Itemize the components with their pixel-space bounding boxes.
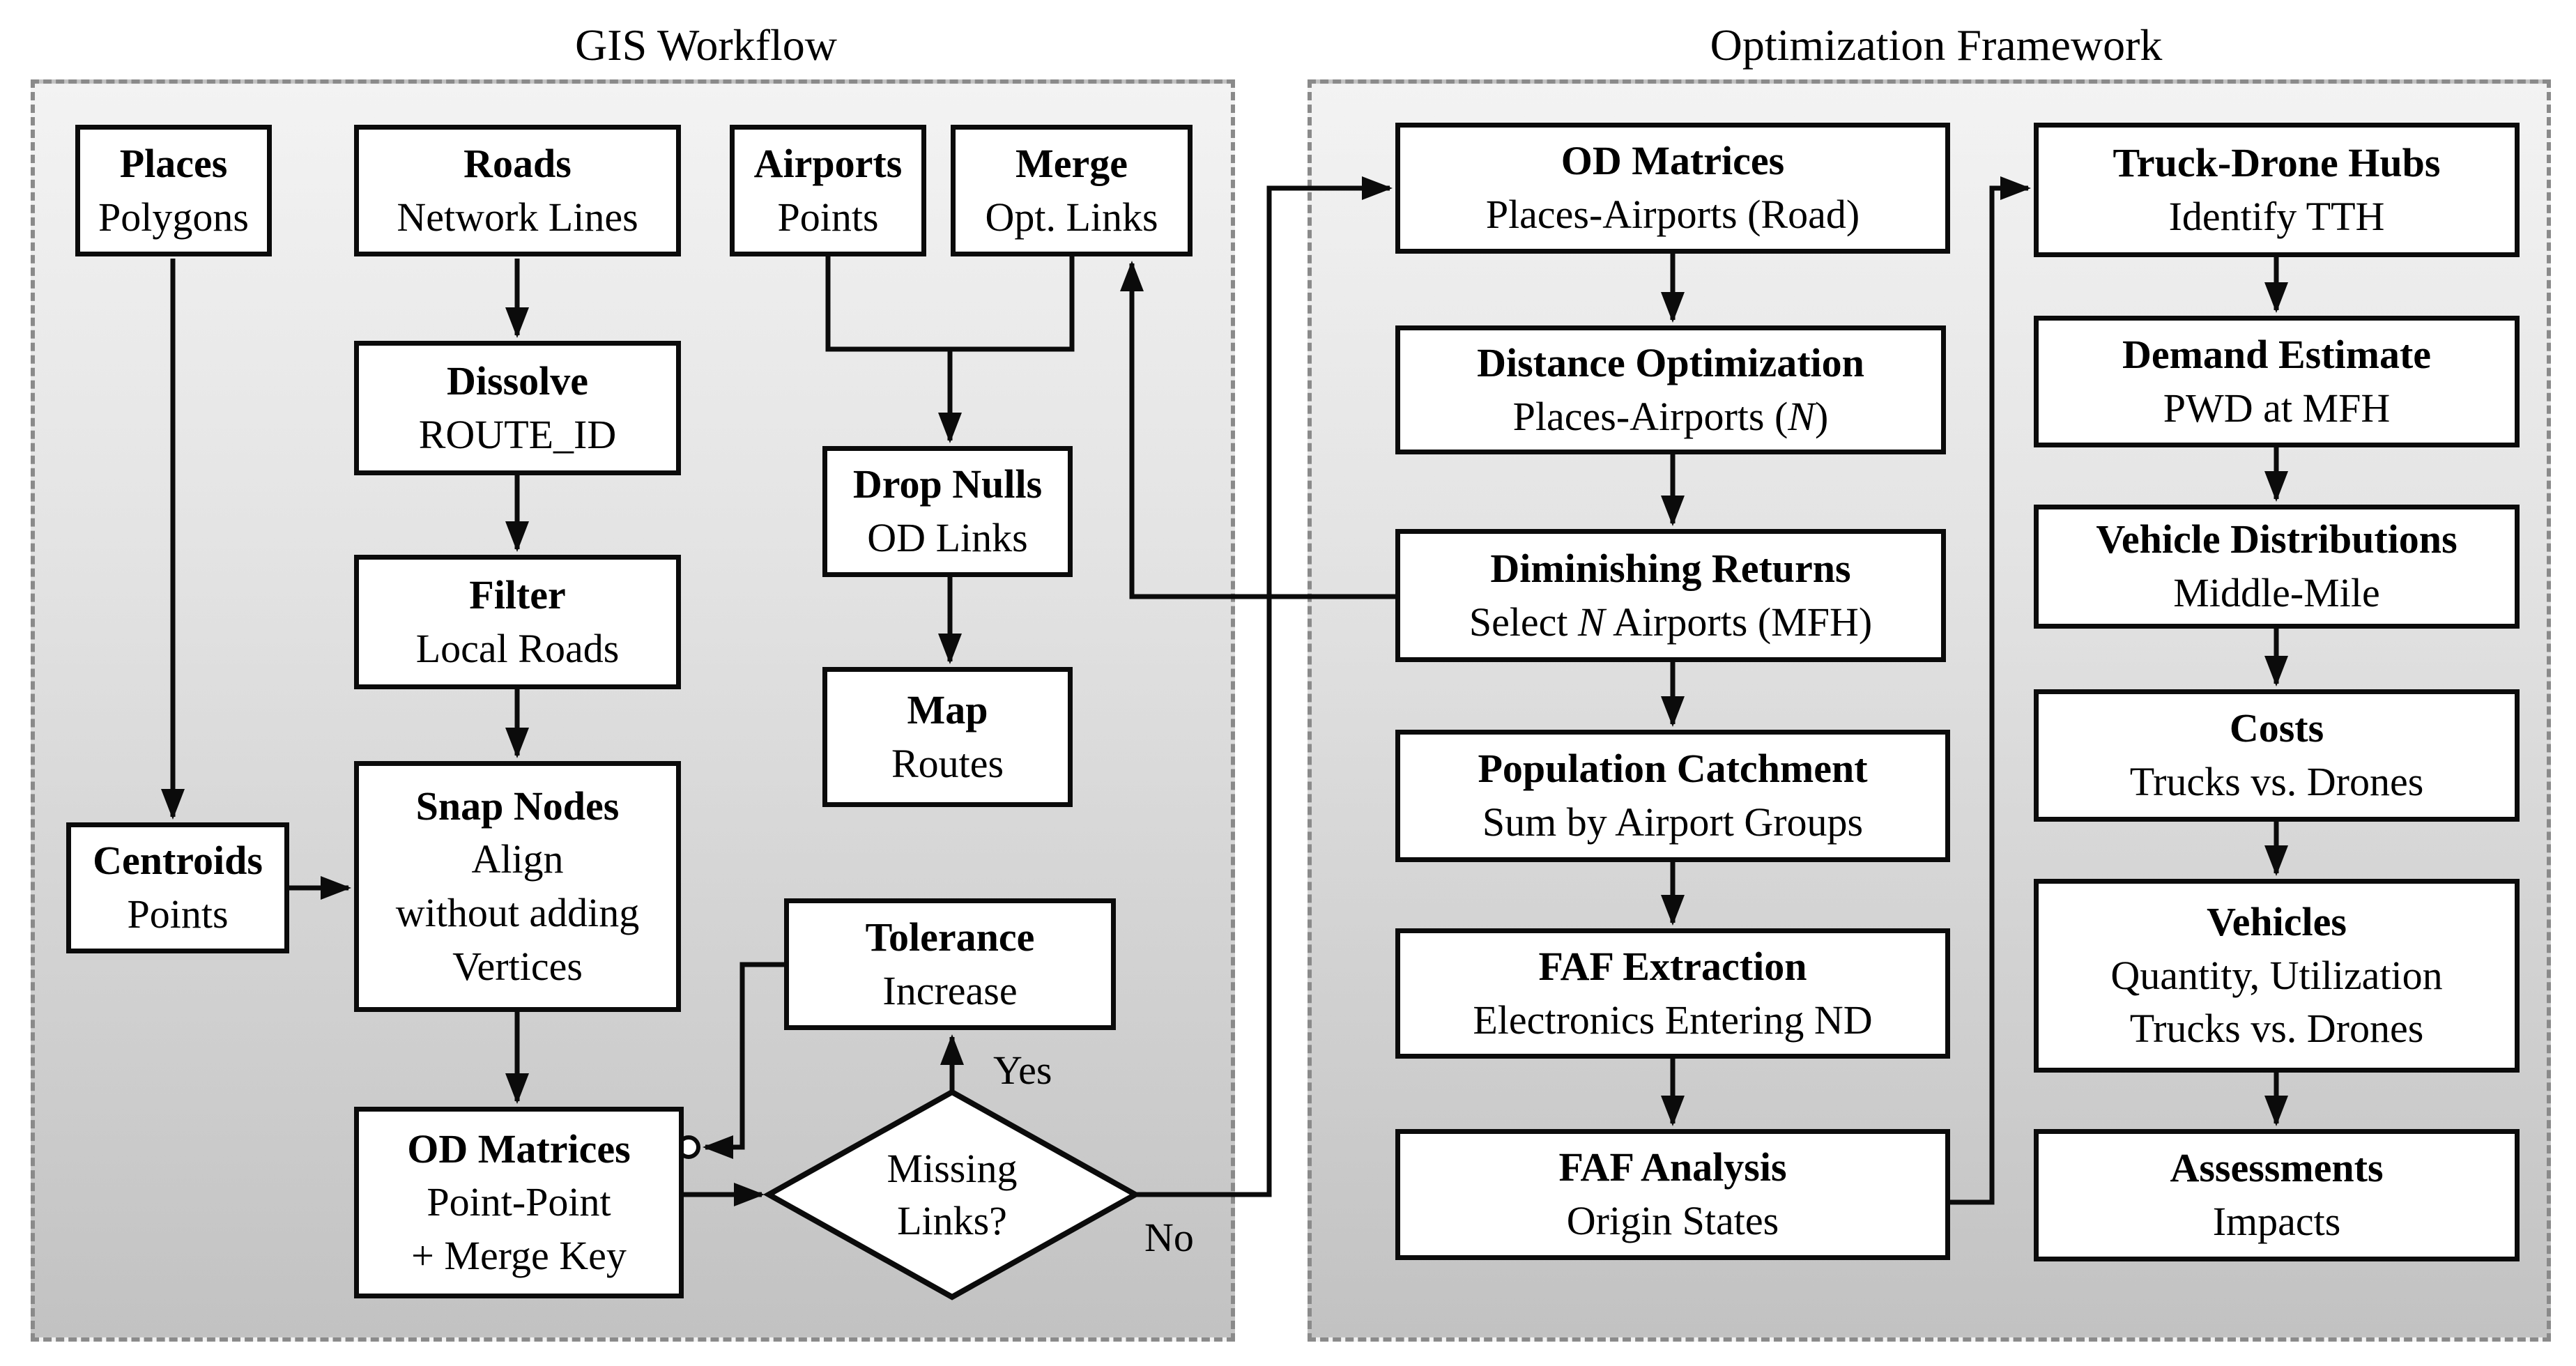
- node-text-line: Sum by Airport Groups: [1482, 799, 1864, 845]
- node-text-line: Drop Nulls: [852, 461, 1043, 507]
- tolerance-to-od-matrices-connector: [703, 962, 784, 1159]
- node-text-line: OD Matrices: [407, 1126, 631, 1172]
- node-text-line: Vertices: [452, 943, 583, 989]
- node-text-line: Polygons: [98, 194, 249, 240]
- node-text-line: without adding: [395, 890, 640, 935]
- node-text-line: Routes: [891, 740, 1004, 786]
- node-text-line: Align: [471, 836, 564, 882]
- node-text-line: Trucks vs. Drones: [2129, 1006, 2424, 1052]
- node-text-line: Trucks vs. Drones: [2129, 759, 2424, 804]
- node-text-line: OD Links: [867, 515, 1028, 560]
- node-text-line: Increase: [882, 967, 1018, 1013]
- diminishing-to-merge-loop-connector: [1120, 261, 1395, 599]
- node-text-line: FAF Extraction: [1538, 943, 1807, 989]
- no-label: No: [1144, 1215, 1194, 1260]
- node-text-line: Diminishing Returns: [1490, 545, 1851, 591]
- faf-analysis-to-truck-drone-connector: [1950, 176, 2031, 1205]
- node-text-line: Point-Point: [427, 1179, 611, 1225]
- node-text-line: Electronics Entering ND: [1473, 997, 1873, 1043]
- node-text-line: Quantity, Utilization: [2110, 952, 2443, 998]
- node-text-line: ROUTE_ID: [418, 411, 617, 457]
- node-text-line: Assessments: [2170, 1145, 2384, 1191]
- node-text-line: Places-Airports (Road): [1485, 192, 1860, 237]
- gis-workflow-title: GIS Workflow: [575, 20, 837, 70]
- node-text-line: Middle-Mile: [2173, 570, 2380, 615]
- node-text-line: OD Matrices: [1561, 138, 1785, 184]
- node-text-line: Filter: [469, 571, 566, 617]
- node-text-line: Demand Estimate: [2122, 331, 2431, 377]
- node-text-line: Snap Nodes: [415, 783, 620, 829]
- diamond-no-to-od-opt-connector: [1135, 176, 1393, 1197]
- node-text-line: Centroids: [93, 838, 263, 884]
- airports-merge-join-connector: [825, 256, 1075, 352]
- node-text-line: Links?: [897, 1198, 1007, 1243]
- yes-label: Yes: [993, 1047, 1052, 1093]
- node-text-line: Vehicles: [2207, 899, 2347, 945]
- node-text-line: Missing: [887, 1145, 1018, 1191]
- node-text-line: Tolerance: [865, 914, 1035, 960]
- optimization-framework-title: Optimization Framework: [1710, 20, 2163, 70]
- drop-nulls-box: Drop Nulls OD Links: [822, 446, 1073, 577]
- node-text-line: Network Lines: [397, 194, 638, 240]
- node-text-line: Select N Airports (MFH): [1469, 599, 1873, 645]
- node-text-line: Population Catchment: [1478, 746, 1868, 792]
- node-text-line: Places: [119, 140, 228, 186]
- node-text-line: Local Roads: [415, 625, 620, 671]
- node-text-line: Costs: [2229, 705, 2324, 751]
- node-text-line: Truck-Drone Hubs: [2113, 139, 2441, 185]
- node-text-line: + Merge Key: [411, 1232, 627, 1278]
- node-text-line: Roads: [463, 140, 572, 186]
- node-text-line: Vehicle Distributions: [2096, 516, 2458, 562]
- node-text-line: Origin States: [1566, 1198, 1779, 1243]
- node-text-line: Map: [907, 686, 988, 732]
- node-text-line: Points: [127, 891, 229, 937]
- node-text-line: Dissolve: [447, 358, 588, 404]
- node-text-line: Identify TTH: [2168, 193, 2385, 239]
- node-text-line: Points: [777, 194, 879, 240]
- node-text-line: Airports: [753, 140, 903, 186]
- missing-links-decision-shape: [762, 1089, 1142, 1300]
- node-text-line: Merge: [1015, 140, 1128, 186]
- node-text-line: Places-Airports (N): [1512, 393, 1829, 439]
- node-text-line: Distance Optimization: [1477, 339, 1864, 385]
- node-text-line: FAF Analysis: [1558, 1144, 1787, 1190]
- node-text-line: PWD at MFH: [2163, 385, 2391, 431]
- node-text-line: Impacts: [2212, 1199, 2341, 1244]
- node-text-line: Opt. Links: [985, 194, 1158, 240]
